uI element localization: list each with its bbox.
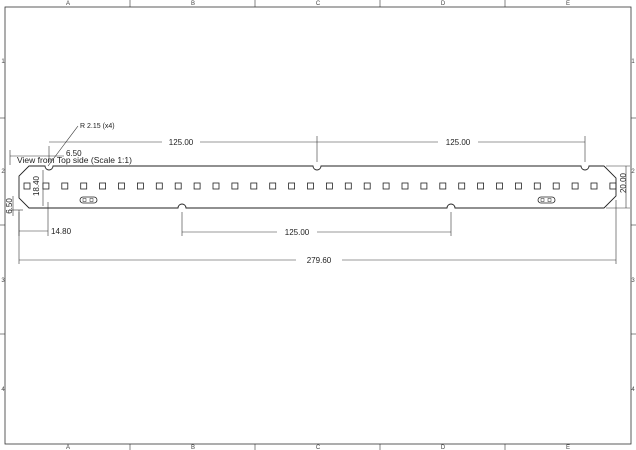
dimension-label: 125.00 bbox=[446, 138, 471, 147]
square-cutout bbox=[80, 182, 88, 190]
zone-col-label: A bbox=[66, 445, 70, 450]
square-cutout bbox=[174, 182, 182, 190]
zone-col-label: E bbox=[566, 445, 570, 450]
zone-row-label: 4 bbox=[1, 387, 5, 393]
square-cutout bbox=[344, 182, 352, 190]
dimension-inner-height: 18.40 bbox=[32, 170, 44, 206]
zone-row-label: 3 bbox=[631, 278, 635, 284]
zone-row-label: 3 bbox=[1, 278, 5, 284]
square-cutout bbox=[496, 182, 503, 190]
square-cutout bbox=[136, 182, 144, 190]
zone-row-label: 2 bbox=[631, 169, 635, 175]
radius-callout: R 2.15 (x4) bbox=[47, 123, 115, 167]
square-cutout bbox=[515, 182, 522, 190]
square-cutout bbox=[61, 182, 69, 190]
square-cutout bbox=[401, 182, 409, 190]
square-cutout bbox=[552, 182, 560, 190]
zone-col-label: B bbox=[191, 445, 195, 450]
square-cutout bbox=[288, 182, 296, 190]
dimension-label: 125.00 bbox=[169, 138, 194, 147]
square-cutout bbox=[42, 182, 50, 190]
square-cutout bbox=[609, 182, 617, 190]
part-outline bbox=[18, 165, 617, 209]
top-zone-ruler: A B C D E bbox=[66, 0, 570, 7]
square-cutout bbox=[571, 182, 579, 190]
radius-note: R 2.15 (x4) bbox=[80, 123, 115, 130]
bottom-zone-ruler: A B C D E bbox=[66, 444, 570, 450]
zone-row-label: 1 bbox=[1, 59, 5, 65]
dimension-label: 18.40 bbox=[32, 175, 41, 196]
square-cutout bbox=[307, 182, 314, 190]
square-cutout bbox=[269, 182, 277, 190]
zone-col-label: B bbox=[191, 1, 195, 7]
dimension-left-offset: 6.50 bbox=[5, 196, 23, 216]
dimension-total-width: 279.60 bbox=[18, 200, 617, 265]
zone-row-label: 1 bbox=[631, 59, 635, 65]
sheet-border bbox=[4, 6, 632, 445]
view-title-group: 6.50 View from Top side (Scale 1:1) bbox=[9, 149, 132, 165]
square-cutout bbox=[533, 182, 541, 190]
zone-col-label: E bbox=[566, 1, 570, 7]
square-cutout bbox=[155, 182, 163, 190]
zone-row-label: 4 bbox=[631, 387, 635, 393]
square-cutout bbox=[23, 182, 31, 190]
dimension-label: 6.50 bbox=[5, 198, 14, 214]
right-zone-ruler: 1 2 3 4 bbox=[631, 59, 636, 393]
dimension-slot-offset: 14.80 bbox=[18, 202, 72, 236]
square-cutout bbox=[420, 182, 428, 190]
square-cutout bbox=[382, 182, 390, 190]
square-cutout bbox=[231, 182, 239, 190]
zone-col-label: C bbox=[316, 1, 321, 7]
square-cutout bbox=[363, 182, 371, 190]
square-cutout bbox=[250, 182, 258, 190]
rounded-slot-right bbox=[537, 196, 556, 204]
square-cutout bbox=[99, 182, 106, 190]
rounded-slot-left bbox=[79, 196, 98, 204]
square-cutout bbox=[477, 182, 485, 190]
square-cutout bbox=[439, 182, 447, 190]
dimension-label: 14.80 bbox=[51, 227, 72, 236]
view-title: View from Top side (Scale 1:1) bbox=[17, 155, 132, 165]
dimension-label: 279.60 bbox=[307, 256, 332, 265]
dimension-total-height: 20.00 bbox=[606, 165, 630, 209]
left-zone-ruler: 1 2 3 4 bbox=[0, 59, 5, 393]
dimension-top-pitch-1: 125.00 bbox=[48, 136, 318, 162]
dimension-bottom-pitch: 125.00 bbox=[181, 212, 452, 237]
zone-col-label: D bbox=[441, 445, 446, 450]
square-cutout-row bbox=[23, 182, 617, 190]
dimension-label: 125.00 bbox=[285, 228, 310, 237]
dimension-label: 6.50 bbox=[66, 149, 82, 158]
square-cutout bbox=[212, 182, 220, 190]
zone-col-label: C bbox=[316, 445, 321, 450]
dimension-top-pitch-2: 125.00 bbox=[317, 136, 586, 162]
zone-col-label: D bbox=[441, 1, 446, 7]
square-cutout bbox=[325, 182, 333, 190]
dimension-label: 20.00 bbox=[619, 172, 628, 193]
square-cutout bbox=[118, 182, 125, 190]
zone-col-label: A bbox=[66, 1, 70, 7]
square-cutout bbox=[193, 182, 201, 190]
square-cutout bbox=[590, 182, 598, 190]
square-cutout bbox=[458, 182, 466, 190]
zone-row-label: 2 bbox=[1, 169, 5, 175]
